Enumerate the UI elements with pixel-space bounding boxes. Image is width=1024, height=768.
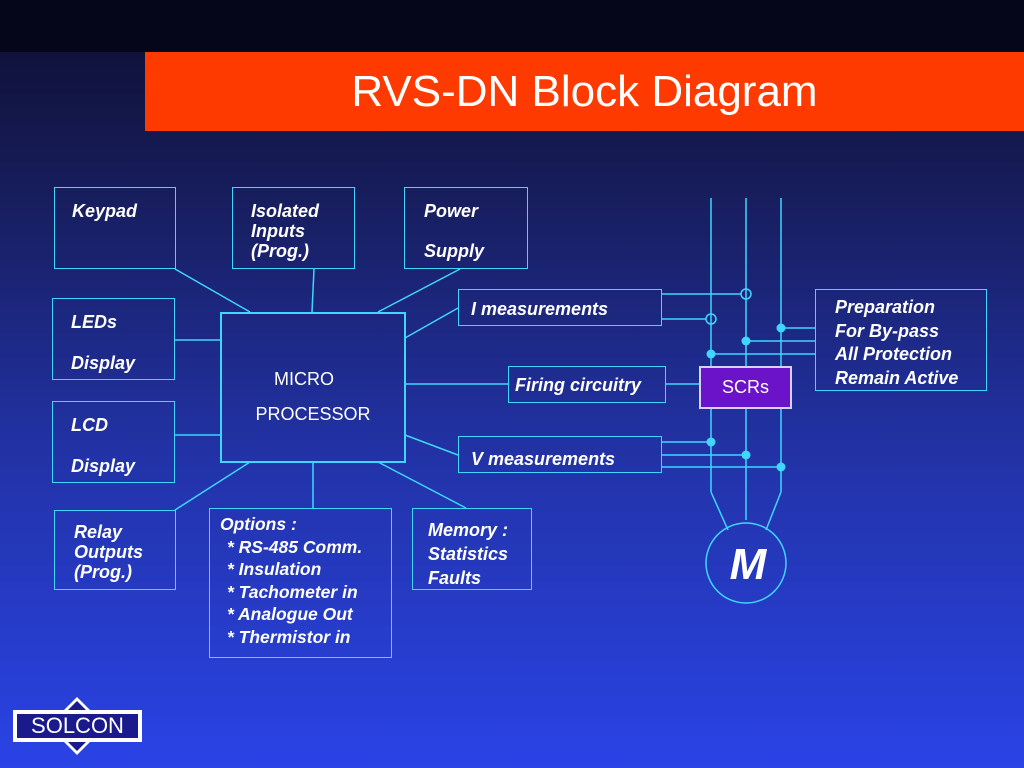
svg-text:SOLCON: SOLCON xyxy=(31,713,124,738)
page-title: RVS-DN Block Diagram xyxy=(145,52,1024,131)
bypass-block: Preparation For By-pass All Protection R… xyxy=(815,289,987,391)
wire-v-meas xyxy=(404,434,459,456)
wire-inputs xyxy=(311,268,315,313)
relay-outputs-block: Relay Outputs (Prog.) xyxy=(54,510,176,590)
solcon-logo-icon: SOLCON xyxy=(13,697,142,755)
wire-relay xyxy=(174,461,251,511)
isolated-inputs-block: Isolated Inputs (Prog.) xyxy=(232,187,355,269)
memory-block: Memory : Statistics Faults xyxy=(412,508,532,590)
options-block: Options : * RS-485 Comm. * Insulation * … xyxy=(209,508,392,658)
wire-keypad xyxy=(174,268,251,313)
lcd-display-block: LCD Display xyxy=(52,401,175,483)
wire-memory xyxy=(377,461,467,509)
top-dark-bar xyxy=(0,0,1024,52)
keypad-label: Keypad xyxy=(72,201,138,221)
wire-power xyxy=(377,268,461,313)
scrs-block: SCRs xyxy=(699,366,792,409)
wire-i-meas xyxy=(404,307,459,339)
solcon-logo: SOLCON xyxy=(10,695,145,757)
leds-display-block: LEDs Display xyxy=(52,298,175,380)
motor-label: M xyxy=(729,540,767,589)
firing-circuitry-block: Firing circuitry xyxy=(508,366,666,403)
microprocessor-block: MICRO PROCESSOR xyxy=(220,312,406,463)
keypad-block: Keypad xyxy=(54,187,176,269)
v-measurements-block: V measurements xyxy=(458,436,662,473)
power-supply-block: Power Supply xyxy=(404,187,528,269)
i-measurements-block: I measurements xyxy=(458,289,662,326)
